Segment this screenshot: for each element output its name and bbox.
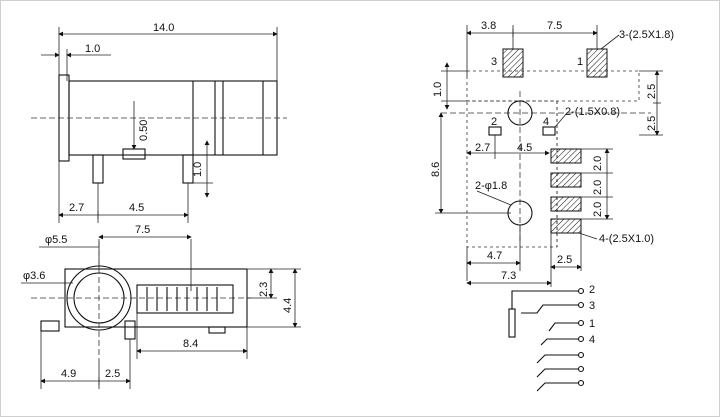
dim-body-length: 8.4 <box>183 338 198 350</box>
pad-label-1: 1 <box>577 56 583 68</box>
pitch-b: 2.0 <box>592 180 604 195</box>
schematic: 2 3 1 4 <box>508 284 595 392</box>
slot-2 <box>488 126 502 136</box>
dim-4-7: 4.7 <box>487 250 502 262</box>
pad-note-top: 3-(2.5X1.8) <box>619 29 674 41</box>
dim-pin-spacing-b: 4.5 <box>129 202 144 214</box>
dim-pin-spacing-a: 2.7 <box>69 202 84 214</box>
dim-2-7: 2.7 <box>475 142 490 154</box>
slot-4 <box>542 126 556 136</box>
dim-top-a: 3.8 <box>481 20 496 32</box>
dim-inner-diameter: φ3.6 <box>23 270 45 282</box>
pcb-footprint: 3.8 7.5 3-(2.5X1.8) 3 1 1.0 2.5 2.5 2 <box>430 20 674 287</box>
peg-note: 2-φ1.8 <box>475 180 507 192</box>
pad-stack-4 <box>550 218 582 234</box>
dim-7-3: 7.3 <box>501 270 516 282</box>
mount-hole-upper <box>507 100 533 126</box>
pin-1 <box>92 154 104 184</box>
dim-height-b: 4.4 <box>282 298 294 313</box>
dim-overall-length: 14.0 <box>153 22 174 34</box>
dim-outer-diameter: φ5.5 <box>45 234 67 246</box>
schematic-pin-1: 1 <box>589 318 595 330</box>
front-view: φ5.5 7.5 φ3.6 2.3 4 <box>21 224 301 389</box>
dim-right-b: 2.5 <box>646 116 658 131</box>
dim-hole-to-body: 7.5 <box>135 224 150 236</box>
bottom-body <box>64 268 248 328</box>
schematic-pin-3: 3 <box>589 300 595 312</box>
dim-bottom-b: 2.5 <box>105 368 120 380</box>
pin-center <box>122 148 146 160</box>
pad-label-4: 4 <box>543 116 549 128</box>
pad-stack-1 <box>550 148 582 164</box>
hole-note: 2-(1.5X0.8) <box>565 106 620 118</box>
jack-body <box>68 80 278 156</box>
dim-pin-offset: 0.50 <box>138 120 150 141</box>
pitch-c: 2.0 <box>592 202 604 217</box>
dim-4-5: 4.5 <box>517 142 532 154</box>
terminal-ticks <box>146 287 218 311</box>
dim-2-5-bottom: 2.5 <box>557 254 572 266</box>
dim-height-a: 2.3 <box>258 282 270 297</box>
pad-1 <box>586 48 608 78</box>
dim-bottom-a: 4.9 <box>61 368 76 380</box>
pad-label-3: 3 <box>491 56 497 68</box>
dim-left-1-0: 1.0 <box>432 82 444 97</box>
sleeve-contact <box>508 308 516 338</box>
pad-3 <box>502 48 524 78</box>
terminal-strip <box>136 284 234 314</box>
dim-top-b: 7.5 <box>547 20 562 32</box>
pad-stack-2 <box>550 172 582 188</box>
side-view: 14.0 1.0 0.50 1.0 2.7 4.5 <box>31 22 287 223</box>
pitch-a: 2.0 <box>592 156 604 171</box>
pad-note-bottom: 4-(2.5X1.0) <box>599 233 654 245</box>
pad-stack-3 <box>550 196 582 212</box>
dim-8-6: 8.6 <box>430 162 442 177</box>
dim-right-a: 2.5 <box>646 84 658 99</box>
pad-label-2: 2 <box>491 116 497 128</box>
schematic-pin-2: 2 <box>589 284 595 296</box>
dim-flange-thickness: 1.0 <box>85 43 100 55</box>
schematic-pin-4: 4 <box>589 334 595 346</box>
dim-pin-height: 1.0 <box>192 162 204 177</box>
